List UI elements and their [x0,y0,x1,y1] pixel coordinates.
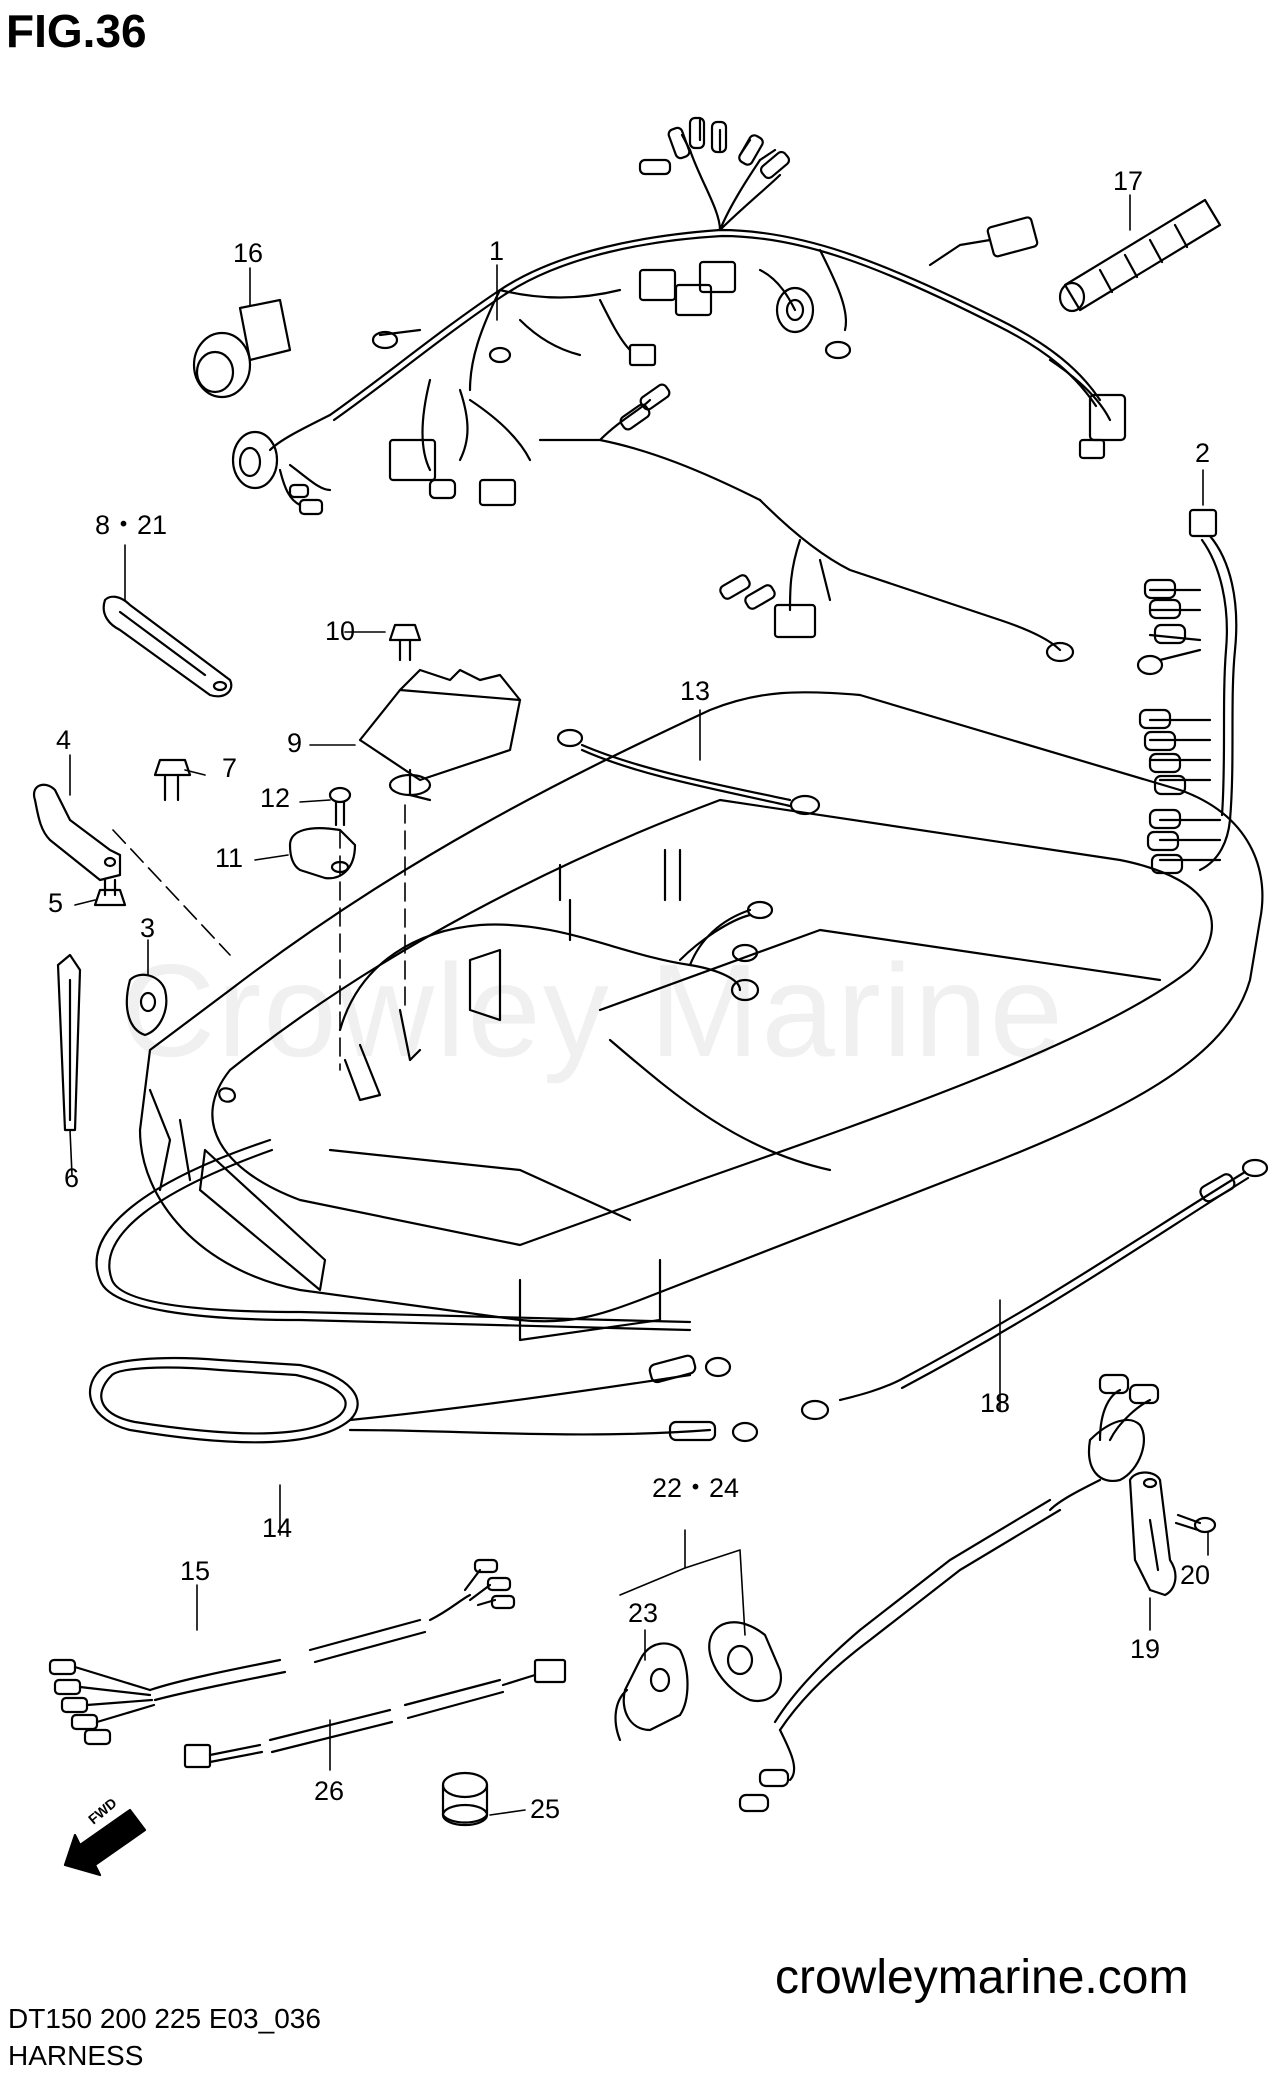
callout-5: 5 [48,888,64,918]
watermark: Crowley Marine [120,937,1065,1084]
model-code: DT150 200 225 E03_036 [8,2003,321,2034]
callout-2: 2 [1195,438,1211,468]
part-5-bolt [93,878,127,907]
main-harness [231,116,1127,663]
bottom-cowling [138,691,1264,1342]
callout-10: 10 [325,616,356,646]
part-20-screw [1174,1513,1217,1534]
callout-3: 3 [140,913,156,943]
callout-1: 1 [489,236,505,266]
callout-22-24: 22・24 [652,1473,740,1503]
part-19-strap [1128,1471,1177,1597]
part-3-grommet [125,973,168,1037]
callout-20: 20 [1180,1560,1211,1590]
callout-12: 12 [260,783,291,813]
callout-6: 6 [64,1163,80,1193]
fwd-arrow-icon [63,1808,147,1877]
part-7-bolt [153,758,192,802]
part-18-lead [800,1158,1269,1421]
callout-9: 9 [287,728,303,758]
part-10-bolt [388,623,422,662]
part-9-holder [358,668,522,802]
part-26-harness [183,1658,567,1769]
callout-26: 26 [314,1776,345,1806]
part-8-21-strap [102,595,233,698]
part-11-grommet [288,827,357,880]
part-12-screw [328,786,352,827]
callout-18: 18 [980,1388,1011,1418]
callout-7: 7 [222,753,238,783]
figure-title: FIG.36 [6,5,147,57]
leader-lines [69,194,1209,1816]
callout-15: 15 [180,1556,211,1586]
part-16-connector [192,298,292,399]
part-25-grommet [441,1771,489,1827]
website-label: crowleymarine.com [775,1951,1189,2004]
part-13-lead [556,728,821,816]
part-6-cable-tie [56,953,82,1132]
part-14-cable [88,1138,759,1444]
part-15-harness [48,1558,516,1746]
callout-17: 17 [1113,166,1144,196]
sub-harness-2 [1136,508,1238,875]
callout-4: 4 [56,725,72,755]
callout-25: 25 [530,1794,561,1824]
part-17-spiral-tube [1058,198,1222,313]
callout-14: 14 [262,1513,293,1543]
callout-13: 13 [680,676,711,706]
part-4-clamp [32,783,122,882]
callout-19: 19 [1130,1634,1161,1664]
part-22-24-switch-harness [614,1373,1160,1813]
callout-8-21: 8・21 [95,510,168,540]
callout-16: 16 [233,238,264,268]
callout-11: 11 [215,843,244,873]
callout-23: 23 [628,1598,659,1628]
tray-leads [338,900,774,1102]
section-name: HARNESS [8,2040,144,2071]
